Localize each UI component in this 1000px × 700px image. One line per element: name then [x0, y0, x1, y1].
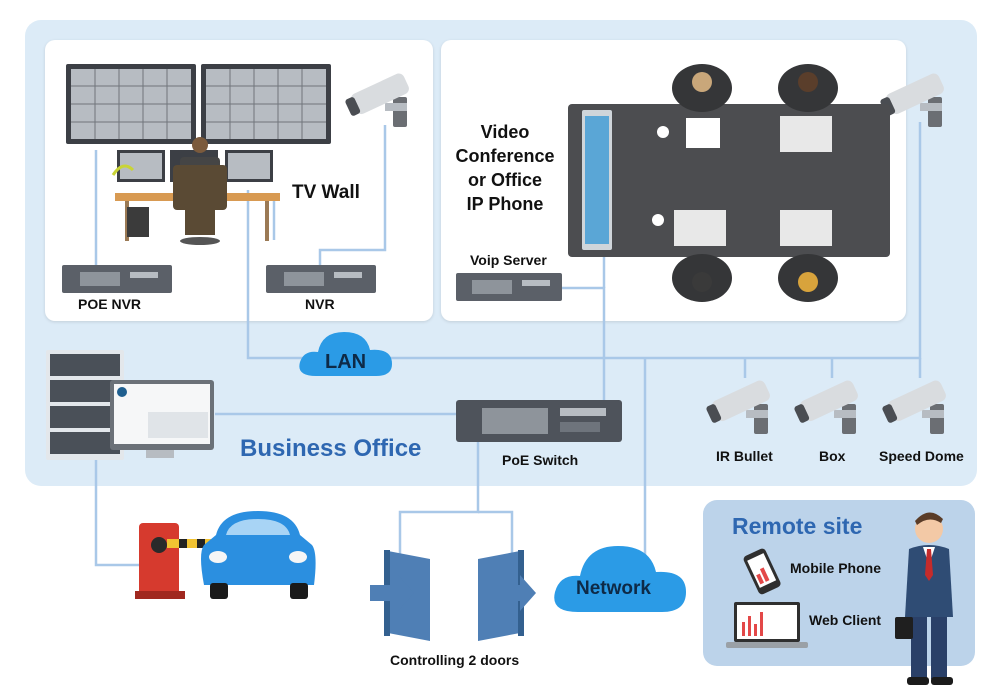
nvr-label: NVR — [305, 296, 335, 312]
video-conference-line2: Conference — [455, 146, 555, 166]
speed-dome-camera-icon — [882, 380, 946, 434]
controlling-doors-label: Controlling 2 doors — [390, 652, 520, 668]
video-conference-line4: IP Phone — [466, 194, 544, 214]
poe-nvr-label: POE NVR — [78, 296, 142, 312]
server-workstation-icon — [46, 350, 214, 460]
businessman-icon — [895, 512, 953, 685]
mobile-phone-label: Mobile Phone — [790, 560, 881, 576]
video-conference-line1: Video — [480, 122, 530, 142]
lan-label: LAN — [325, 351, 367, 373]
phone-icon — [743, 548, 781, 595]
voip-server-icon — [456, 273, 562, 301]
laptop-icon — [726, 602, 808, 648]
nvr-icon — [266, 265, 376, 293]
speed-dome-label: Speed Dome — [879, 448, 964, 464]
network-cloud-icon — [554, 546, 686, 612]
camera-icon — [345, 73, 409, 127]
remote-site-label: Remote site — [732, 513, 863, 539]
ir-bullet-camera-icon — [706, 380, 770, 434]
web-client-label: Web Client — [809, 612, 882, 628]
network-label: Network — [576, 578, 651, 599]
poe-switch-label: PoE Switch — [502, 452, 579, 468]
ir-bullet-label: IR Bullet — [716, 448, 773, 464]
video-conference-label: Video Conference or Office IP Phone — [450, 120, 560, 216]
operator-desk-icon — [111, 137, 280, 245]
tv-wall-screens — [66, 64, 331, 144]
business-office-label: Business Office — [240, 435, 422, 462]
video-conference-line3: or Office — [467, 170, 542, 190]
box-label: Box — [819, 448, 846, 464]
tv-wall-label: TV Wall — [292, 182, 360, 203]
conference-table-icon — [568, 64, 890, 302]
box-camera-icon — [794, 380, 858, 434]
door-icon — [370, 550, 536, 641]
voip-server-label: Voip Server — [470, 252, 547, 268]
poe-nvr-icon — [62, 265, 172, 293]
lan-cloud-icon — [299, 332, 392, 376]
car-icon — [201, 511, 316, 599]
poe-switch-icon — [456, 400, 622, 442]
